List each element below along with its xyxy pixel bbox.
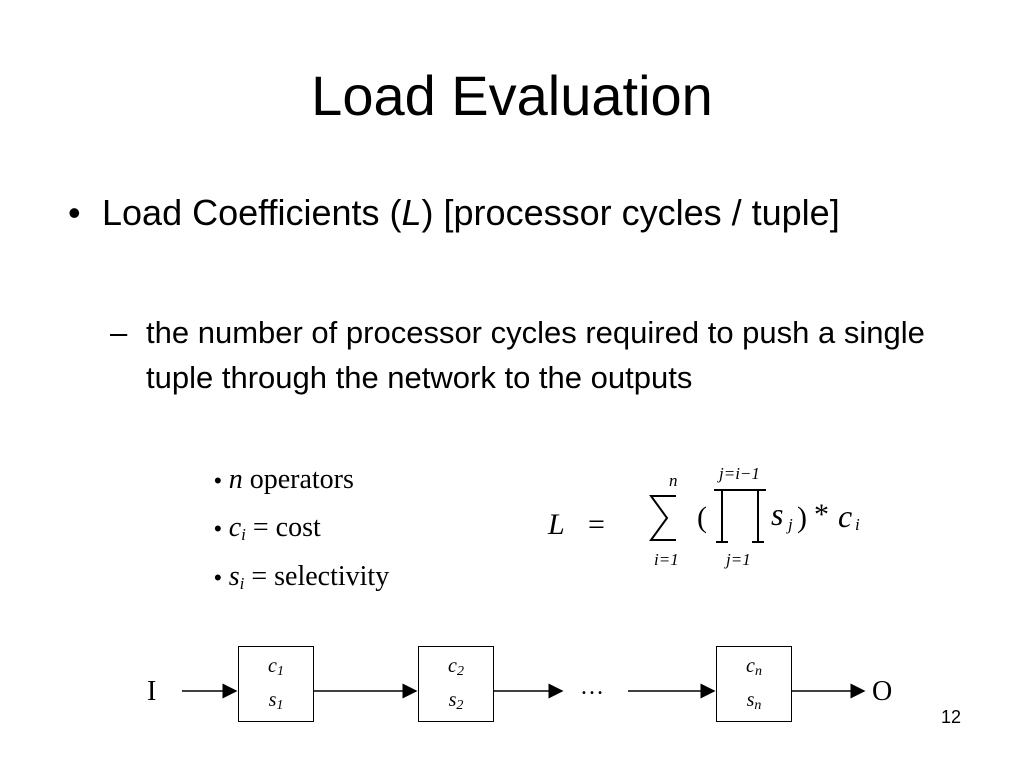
formula-close-paren: ) [797,501,807,534]
sum-upper-limit: n [669,471,678,490]
subscript-i: i [239,574,245,593]
sel-var: s [448,689,457,711]
bullet-marker: • [214,516,222,541]
bullet-marker: • [68,192,81,233]
operator-selectivity: s1 [239,689,313,714]
formula-c-sub: i [855,515,860,534]
definition-text: the number of processor cycles required … [146,315,925,395]
operator-cost: c1 [239,655,313,680]
subscript-i: i [241,525,246,544]
var-s: s [228,561,240,592]
product-symbol [714,489,766,543]
formula-s-sub: j [786,515,793,534]
sub-bullet-text: operators [242,464,354,495]
sub-bullet-text: = cost [245,512,321,543]
bullet-text: Load Coefficients (L) [processor cycles … [102,190,942,236]
operator-box-2: c2 s2 [418,646,494,722]
formula-times: * [814,498,829,531]
operator-selectivity: s2 [419,689,493,714]
sel-sub: n [754,698,762,713]
formula-s: s [771,496,783,532]
cost-sub: 2 [456,664,464,679]
operator-selectivity: sn [717,689,791,714]
formula-open-paren: ( [697,501,707,534]
cost-var: c [268,655,277,677]
cost-sub: 1 [276,664,284,679]
sel-sub: 1 [276,698,284,713]
sub-bullet-n-operators: • n operators [214,463,354,498]
bullet-text-L: L [401,192,422,233]
cost-var: c [448,655,457,677]
sum-symbol [649,495,676,541]
cost-sub: n [754,664,762,679]
operator-box-n: cn sn [716,646,792,722]
output-label: O [872,676,893,707]
sub-bullet-selectivity: • si = selectivity [214,560,389,597]
operator-box-1: c1 s1 [238,646,314,722]
input-label: I [147,676,157,707]
var-c: c [228,512,242,543]
slide-title: Load Evaluation [311,64,713,127]
var-n: n [228,464,243,495]
dash-marker: – [110,315,128,350]
sel-sub: 2 [456,698,464,713]
page-number: 12 [940,707,961,727]
operator-cost: c2 [419,655,493,680]
bullet-marker: • [214,565,222,590]
sub-bullet-cost: • ci = cost [214,511,321,548]
product-upper-limit: j=i−1 [717,464,760,483]
sel-var: s [268,689,277,711]
bullet-marker: • [214,468,222,493]
sel-var: s [746,689,755,711]
bullet-text-part-a: Load Coefficients ( [102,192,402,233]
sum-lower-limit: i=1 [654,550,679,569]
bullet-text-part-b: ) [processor cycles / tuple] [421,192,840,233]
cost-var: c [746,655,755,677]
product-lower-limit: j=1 [724,550,751,569]
formula-equals: = [588,508,605,541]
operator-cost: cn [717,655,791,680]
formula-lhs: L [547,508,565,541]
ellipsis: … [580,674,604,700]
formula-c: c [838,498,852,534]
sub-bullet-text: = selectivity [244,561,390,592]
